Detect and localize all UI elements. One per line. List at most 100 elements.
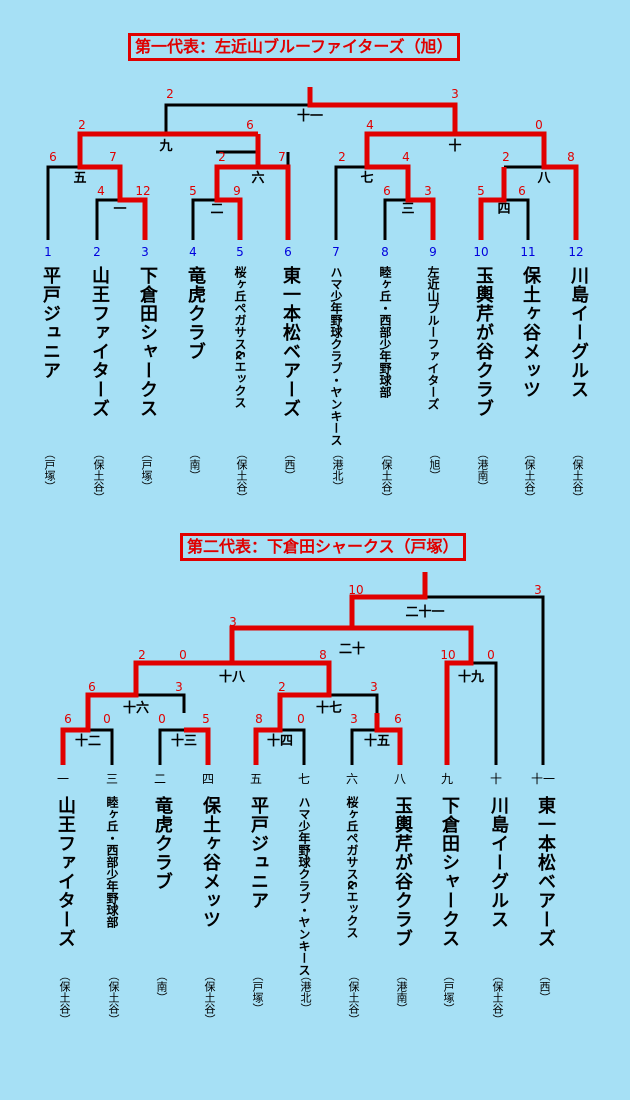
bracket2-game-number: 九	[441, 772, 453, 786]
bracket2-team-name: 桜ヶ丘ペガサス&エックス	[345, 796, 359, 939]
bracket2-line-6	[136, 693, 186, 713]
bracket1-team-number: 5	[236, 245, 244, 259]
bracket2-team-name: 玉輿芹が谷クラブ	[392, 796, 413, 948]
bracket1-team-area: （港北）	[331, 448, 344, 492]
bracket2-score: 5	[202, 712, 210, 726]
bracket1-score: 6	[246, 118, 254, 132]
bracket2-score: 0	[103, 712, 111, 726]
bracket2-score: 0	[179, 648, 187, 662]
bracket1-score: 2	[166, 87, 174, 101]
bracket2-game-label: 十四	[267, 733, 293, 749]
bracket1-team-area: （西）	[283, 448, 296, 481]
bracket1-team-area: （保土谷）	[523, 448, 536, 503]
bracket2-line-11	[425, 595, 545, 765]
bracket1-winpath-4	[478, 167, 507, 240]
bracket2-score: 3	[175, 680, 183, 694]
bracket1-line-3	[191, 198, 217, 240]
bracket1-game-label: 五	[73, 171, 86, 186]
bracket2-game-label: 二十	[339, 641, 365, 657]
bracket2-game-number: 十	[490, 772, 502, 786]
bracket1-line-13	[164, 103, 310, 134]
bracket1-game-label: 十一	[297, 108, 323, 124]
bracket1-line-10	[504, 198, 530, 240]
bracket2-team-area: （港北）	[299, 970, 312, 1014]
bracket1-score: 2	[218, 150, 226, 164]
bracket1-score: 5	[189, 184, 197, 198]
bracket2-team-name: 睦ヶ丘・西部少年野球部	[105, 796, 119, 928]
bracket1-winpath-3	[307, 87, 458, 240]
bracket2-score: 3	[229, 615, 237, 629]
bracket1-score: 4	[97, 184, 105, 198]
bracket1-score: 6	[518, 184, 526, 198]
bracket1-team-name: 左近山ブルーファイターズ	[426, 266, 440, 410]
bracket2-team-area: （戸塚）	[442, 970, 455, 1014]
bracket2-score: 8	[319, 648, 327, 662]
bracket2-game-number: 一	[57, 772, 69, 786]
bracket2-line-3	[350, 728, 377, 765]
bracket1-score: 4	[402, 150, 410, 164]
bracket1-score: 6	[49, 150, 57, 164]
bracket2-team-name: 山王ファイターズ	[55, 796, 76, 948]
bracket1-team-number: 11	[520, 245, 535, 259]
bracket2-line-10	[230, 626, 352, 663]
bracket1-game-label: 三	[401, 202, 414, 217]
bracket1-game-label: 九	[158, 139, 172, 154]
bracket1-team-name: 下倉田シャークス	[137, 266, 158, 418]
bracket2-team-name: 保土ヶ谷メッツ	[200, 796, 221, 929]
bracket2-team-area: （戸塚）	[251, 970, 264, 1014]
bracket2-line-0	[88, 728, 114, 765]
bracket1-team-name: 川島イーグルス	[568, 266, 589, 399]
bracket1-score: 2	[338, 150, 346, 164]
bracket1-team-area: （南）	[188, 448, 201, 481]
bracket2-game-number: 五	[250, 772, 262, 786]
bracket2-title: 第二代表：下倉田シャークス（戸塚）	[180, 533, 466, 561]
bracket1-team-area: （保土谷）	[92, 448, 105, 503]
bracket2-game-number: 十一	[531, 772, 555, 786]
bracket1-game-label: 七	[360, 171, 373, 186]
bracket2-game-label: 二十一	[405, 604, 444, 620]
bracket2-team-area: （港南）	[395, 970, 408, 1014]
bracket1-team-area: （保土谷）	[235, 448, 248, 503]
bracket1-team-name: ハマ少年野球クラブ・ヤンキース	[329, 266, 343, 446]
bracket2-score: 0	[158, 712, 166, 726]
bracket2-score: 6	[394, 712, 402, 726]
bracket2-team-area: （保土谷）	[347, 970, 360, 1025]
bracket1-team-number: 6	[284, 245, 292, 259]
bracket2-game-number: 六	[346, 772, 358, 786]
bracket2-game-number: 八	[394, 772, 406, 786]
bracket2-team-name: ハマ少年野球クラブ・ヤンキース	[297, 796, 311, 976]
bracket2-game-number: 七	[298, 772, 310, 786]
bracket2-line-2	[280, 728, 306, 765]
bracket2-team-area: （南）	[155, 970, 168, 1003]
bracket1-winpath-0	[77, 131, 166, 240]
bracket1-team-number: 4	[189, 245, 197, 259]
bracket1-score: 12	[135, 184, 150, 198]
bracket2-score: 10	[348, 583, 363, 597]
bracket1-title: 第一代表：左近山ブルーファイターズ（旭）	[128, 33, 460, 61]
bracket1-team-name: 桜ヶ丘ペガサス&エックス	[233, 266, 247, 409]
bracket2-score: 6	[88, 680, 96, 694]
bracket2-winpath-2	[229, 572, 428, 765]
bracket2-line-8	[134, 661, 232, 695]
bracket1-team-name: 東一本松ベアーズ	[280, 266, 301, 418]
bracket1-team-area: （保土谷）	[571, 448, 584, 503]
bracket2-score: 8	[255, 712, 263, 726]
bracket2-winpath-4	[352, 625, 474, 765]
bracket1-team-name: 平戸ジュニア	[40, 266, 61, 380]
bracket2-team-name: 下倉田シャークス	[439, 796, 460, 948]
bracket2-line-9	[471, 661, 498, 765]
bracket1-team-name: 竜虎クラブ	[185, 266, 206, 361]
bracket2-score: 0	[487, 648, 495, 662]
bracket1-score: 3	[424, 184, 432, 198]
bracket1-score: 0	[535, 118, 543, 132]
bracket2-game-number: 二	[154, 772, 166, 786]
bracket1-game-label: 八	[536, 171, 551, 186]
bracket2-game-label: 十六	[123, 700, 149, 716]
bracket1-score: 7	[278, 150, 286, 164]
bracket2-score: 3	[350, 712, 358, 726]
bracket1-game-label: 十	[448, 138, 461, 154]
bracket1-line-0	[46, 152, 82, 240]
bracket1-line-1	[95, 198, 120, 240]
bracket1-game-label: 四	[497, 202, 510, 217]
